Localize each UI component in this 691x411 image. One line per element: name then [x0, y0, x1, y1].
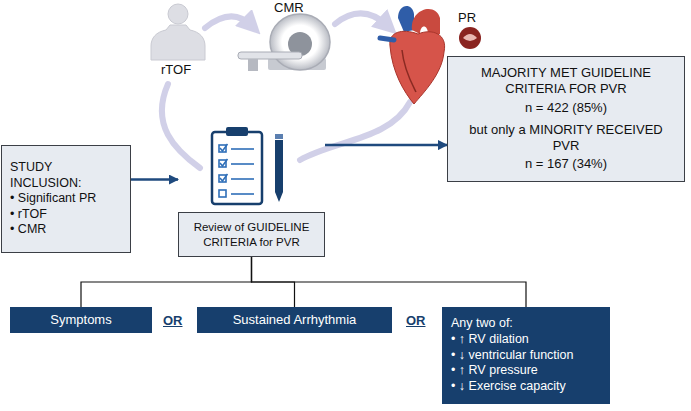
pencil-icon [275, 134, 283, 202]
box-text: • ↑ RV dilation [451, 332, 601, 348]
criterion-box: Any two of:• ↑ RV dilation• ↓ ventricula… [442, 307, 610, 404]
box-text: but only a MINORITY RECEIVED PVR [458, 122, 674, 155]
box-heading: MAJORITY MET GUIDELINE CRITERIA FOR PVR [458, 65, 674, 98]
review-panel: Review of GUIDELINE CRITERIA for PVR [178, 212, 325, 257]
box-text: • Significant PR [10, 191, 122, 207]
result-box: MAJORITY MET GUIDELINE CRITERIA FOR PVR n… [447, 56, 685, 182]
box-heading: STUDY INCLUSION: [10, 160, 122, 191]
box-heading: Review of GUIDELINE CRITERIA for PVR [185, 220, 318, 249]
mri-scanner [238, 14, 330, 71]
tree-line [81, 257, 252, 307]
illustration-label: PR [458, 10, 476, 25]
tree-line [252, 257, 527, 307]
box-text: n = 422 (85%) [458, 100, 674, 116]
or-label: OR [163, 313, 183, 328]
review-box: Review of GUIDELINE CRITERIA for PVR [178, 128, 325, 257]
patient-figure [151, 4, 205, 60]
criterion-box: Sustained Arrhythmia [197, 307, 392, 333]
box-text: n = 167 (34%) [458, 156, 674, 172]
box-heading: Sustained Arrhythmia [203, 312, 386, 328]
inclusion-box: STUDY INCLUSION:• Significant PR• rTOF• … [1, 145, 131, 253]
flow-arrow [131, 178, 178, 181]
box-text: • ↓ ventricular function [451, 348, 601, 364]
box-heading: Symptoms [16, 312, 146, 328]
illustration-label: rTOF [161, 62, 191, 77]
illustration-label: CMR [274, 0, 304, 15]
clipboard-icon [212, 127, 262, 204]
box-heading: Any two of: [451, 316, 601, 332]
or-label: OR [406, 313, 426, 328]
box-text: • CMR [10, 222, 122, 238]
criterion-box: Symptoms [10, 307, 152, 333]
box-text: • rTOF [10, 207, 122, 223]
box-text: • ↓ Exercise capacity [451, 379, 601, 395]
box-text: • ↑ RV pressure [451, 363, 601, 379]
flow-arrow [325, 144, 447, 147]
